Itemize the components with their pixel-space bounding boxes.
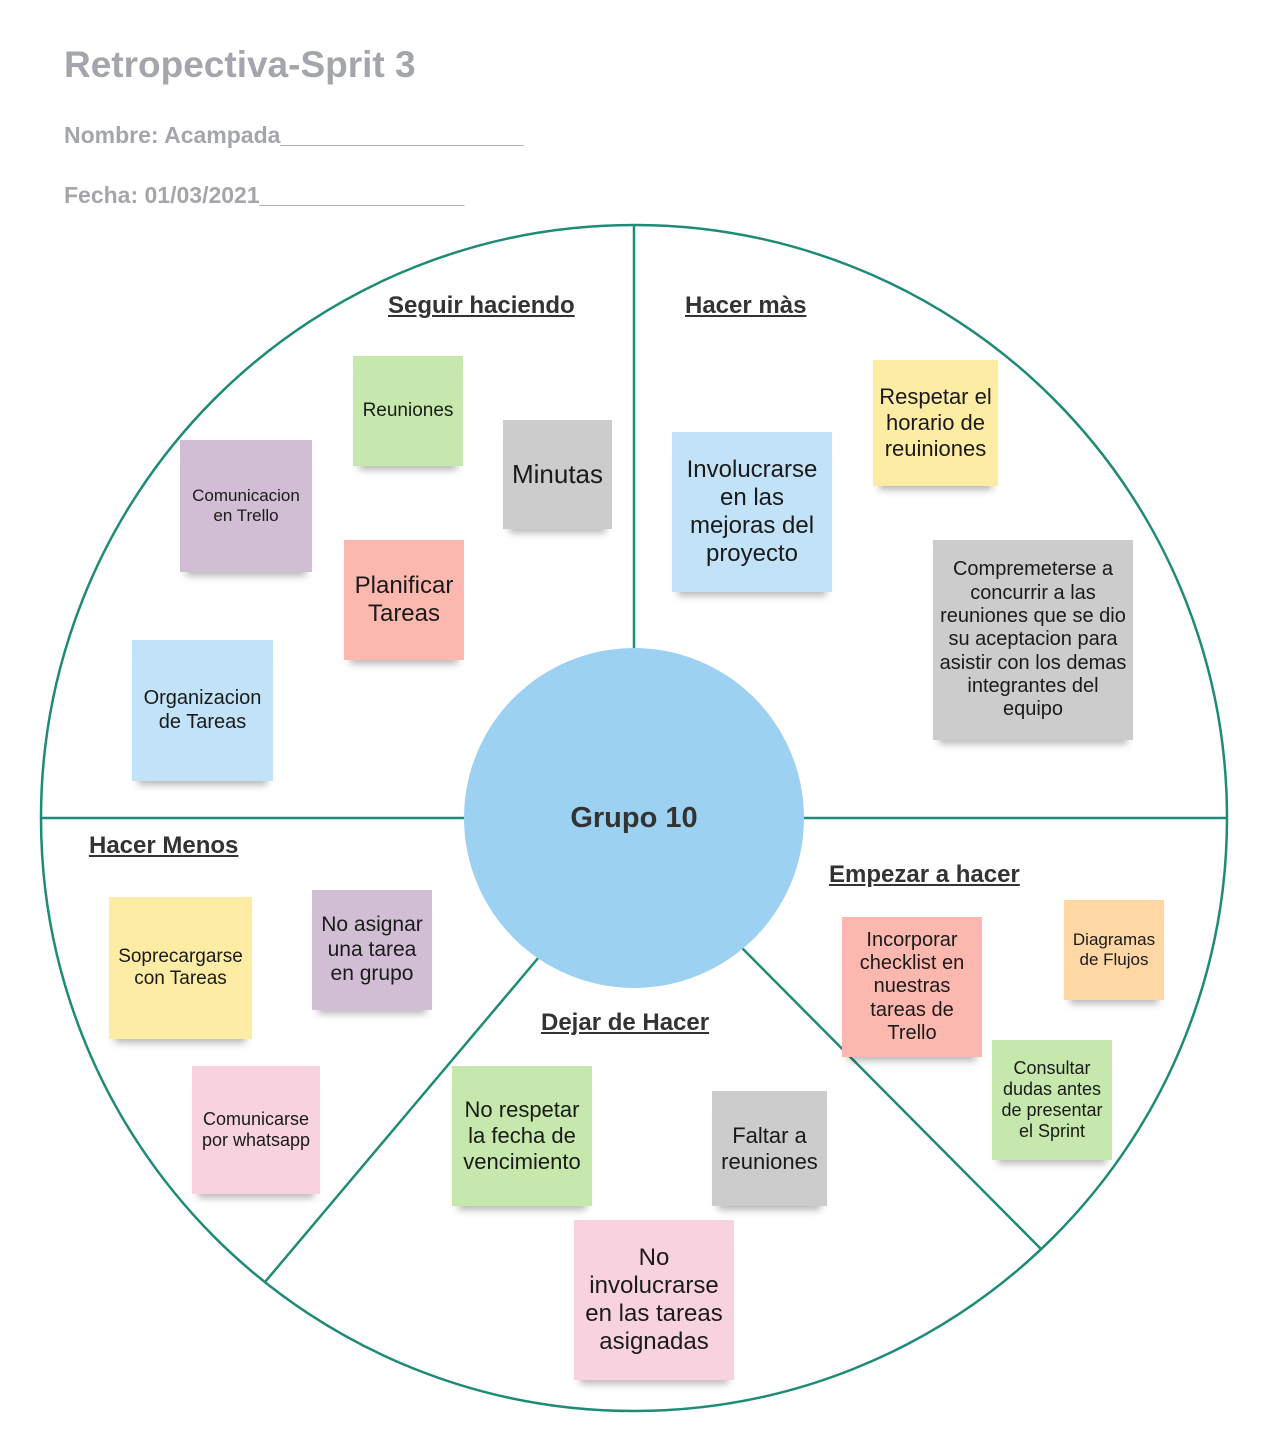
sticky-note-incorporar-checklist: Incorporar checklist en nuestras tareas … <box>842 917 982 1057</box>
sticky-note-planificar-tareas: Planificar Tareas <box>344 540 464 660</box>
sticky-note-faltar-reuniones: Faltar a reuniones <box>712 1091 827 1206</box>
sticky-note-comunicacion-trello: Comunicacion en Trello <box>180 440 312 572</box>
section-dejar-de-hacer: Dejar de Hacer <box>541 1009 710 1036</box>
sticky-note-no-asignar: No asignar una tarea en grupo <box>312 890 432 1010</box>
fecha-field: Fecha: 01/03/2021________________ <box>64 182 465 208</box>
sticky-note-reuniones: Reuniones <box>353 356 463 466</box>
center-circle <box>464 648 804 988</box>
sticky-note-no-involucrarse: No involucrarse en las tareas asignadas <box>574 1220 734 1380</box>
section-empezar-a-hacer: Empezar a hacer <box>829 861 1020 888</box>
sticky-note-involucrarse: Involucrarse en las mejoras del proyecto <box>672 432 832 592</box>
page-title: Retropectiva-Sprit 3 <box>64 44 416 85</box>
sticky-note-minutas: Minutas <box>503 420 612 529</box>
sticky-note-soprecargarse: Soprecargarse con Tareas <box>109 897 252 1039</box>
sticky-note-no-respetar: No respetar la fecha de vencimiento <box>452 1066 592 1206</box>
sticky-note-comunicarse-whatsapp: Comunicarse por whatsapp <box>192 1066 320 1194</box>
divider-bottom-left <box>264 956 540 1283</box>
section-hacer-menos: Hacer Menos <box>89 832 239 859</box>
sticky-note-comprometerse: Compremeterse a concurrir a las reunione… <box>933 540 1133 740</box>
section-hacer-mas: Hacer màs <box>685 292 807 319</box>
center-label: Grupo 10 <box>570 801 698 834</box>
divider-bottom-right <box>741 947 1042 1250</box>
sticky-note-diagramas-flujos: Diagramas de Flujos <box>1064 900 1164 1000</box>
nombre-field: Nombre: Acampada___________________ <box>64 122 524 148</box>
sticky-note-consultar-dudas: Consultar dudas antes de presentar el Sp… <box>992 1040 1112 1160</box>
section-seguir-haciendo: Seguir haciendo <box>388 292 575 319</box>
sticky-note-respetar-horario: Respetar el horario de reuiniones <box>873 360 998 486</box>
sticky-note-organizacion-tareas: Organizacion de Tareas <box>132 640 273 781</box>
